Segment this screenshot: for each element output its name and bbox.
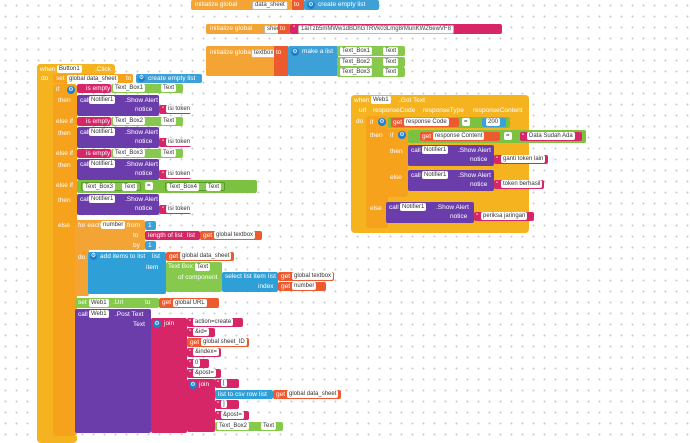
textbox2-text-block[interactable]: Text_Box2 Text [337,57,405,67]
component-dropdown[interactable]: Button1 [57,65,82,73]
set-data-sheet-block[interactable]: set global data_sheet [53,74,133,83]
make-a-list-block[interactable]: ⚙ make a list [288,46,338,76]
web-show-alert-2[interactable]: call Notifier1 .Show Alert notice [408,170,494,191]
token-text-2[interactable]: "isi token [159,138,193,147]
web-if-else-block[interactable] [366,116,388,228]
id-text[interactable]: "&id= [187,328,215,337]
set-web1-url-block[interactable]: set Web1 .Url to [75,298,159,308]
web1-got-text-header[interactable]: when Web1 .Got Text url responseCode res… [351,95,529,117]
web1-post-text-block[interactable]: call Web1 .Post Text Text [75,309,151,433]
number-1-by[interactable]: 1 [145,241,156,250]
check-network-text[interactable]: "periksa jaringan [474,212,534,221]
gear-icon[interactable]: ⚙ [67,86,75,94]
textbox3-text-block[interactable]: Text_Box3 Text [337,67,405,77]
token-text-3[interactable]: "isi token [159,170,193,179]
textbox1-text-block[interactable]: Text_Box1 Text [111,84,183,93]
show-alert-block-3[interactable]: call Notifier1 .Show Alert notice [77,159,159,180]
token-text-1[interactable]: "isi token [159,105,193,114]
zero-text[interactable]: "0 [187,359,209,368]
var-name-field[interactable]: data_sheet [252,1,288,10]
bracket-close-text[interactable]: "] [215,400,239,409]
global-textbox-to: to [274,46,288,76]
web-show-alert-1[interactable]: call Notifier1 .Show Alert notice [408,145,494,166]
index-text[interactable]: "&index= [187,348,221,357]
token-text-4[interactable]: "isi token [159,205,193,214]
init-global-label: initialize global [195,1,238,8]
join-block[interactable]: ⚙ join [151,318,187,433]
component-dropdown[interactable]: Web1 [371,96,391,104]
post-text[interactable]: "&post= [187,369,221,378]
token-success-text[interactable]: "token berhasil [494,180,544,189]
gear-icon[interactable]: ⚙ [138,75,145,82]
textbox-generic-block[interactable]: Text Box Text of component [166,262,222,292]
equals-operator[interactable]: = [504,132,512,140]
global-data-sheet-to: to [292,0,304,10]
change-token-text[interactable]: "ganti token lain [494,155,548,164]
content-compare-block[interactable]: get response Content = "Data Sudah Ada [408,130,586,143]
equals-operator[interactable]: = [145,182,153,190]
show-alert-block-4[interactable]: call Notifier1 .Show Alert notice [77,194,159,215]
global-data-sheet-block[interactable]: initialize global data_sheet [191,0,292,10]
is-empty-block[interactable]: is empty [77,117,111,126]
select-list-item-block[interactable]: select list item list index [222,272,278,292]
compare-block[interactable]: Text_Box3 Text = Text_Box4 Text [77,180,257,193]
global-sheet-id-to: to [278,24,290,34]
gear-icon[interactable]: ⚙ [307,1,315,9]
equals-operator[interactable]: = [462,118,470,126]
is-empty-block[interactable]: is empty [77,149,111,158]
textbox1-text-block[interactable]: Text_Box1 Text [337,46,405,56]
inner-join-block[interactable]: ⚙ join [187,379,215,432]
event-bottom-bar [37,436,77,443]
number-1-block[interactable]: 1 [145,221,156,230]
show-alert-block-2[interactable]: call Notifier1 .Show Alert notice [77,127,159,148]
bracket-open-text[interactable]: "[ [215,379,239,388]
code-compare-block[interactable]: get response Code = 200 [388,117,510,128]
if-else-block[interactable] [53,84,77,436]
gear-icon[interactable]: ⚙ [378,118,386,126]
button1-click-header[interactable]: when Button1 .Click [37,64,115,75]
gear-icon[interactable]: ⚙ [189,381,197,389]
show-alert-block-1[interactable]: call Notifier1 .Show Alert notice [77,95,159,116]
gear-icon[interactable]: ⚙ [398,131,406,139]
gear-icon[interactable]: ⚙ [291,48,299,56]
for-each-header[interactable]: for each number from to by [75,220,145,250]
create-empty-list-block[interactable]: ⚙ create empty list [136,74,202,83]
gear-icon[interactable]: ⚙ [153,320,161,328]
add-items-to-list-block[interactable]: ⚙ add items to list list item [88,252,166,294]
textbox3-text-block[interactable]: Text_Box3 Text [111,149,183,158]
textbox2-text-block[interactable]: Text_Box2 Text [111,117,183,126]
post-text-2[interactable]: "&post= [215,411,249,420]
sheet-id-value[interactable]: 1aiTzb5mMWw1dBDhGTRVk03Lmg8rMunKWZ6ewVF8 [298,25,454,34]
sheet-id-string-block[interactable]: " 1aiTzb5mMWw1dBDhGTRVk03Lmg8rMunKWZ6ewV… [290,24,502,34]
nested-if-block[interactable] [386,129,408,197]
do-label: do [41,75,49,82]
is-empty-block[interactable]: is empty [77,84,111,93]
var-name-field[interactable]: textbox [251,49,277,58]
textbox2-text-block-2[interactable]: Text_Box2 Text [215,422,283,431]
action-text[interactable]: "action=create [187,318,243,327]
web-show-alert-3[interactable]: call Notifier1 .Show Alert notice [386,202,474,223]
create-empty-list-block[interactable]: ⚙ create empty list [304,0,379,10]
gear-icon[interactable]: ⚙ [90,253,97,260]
